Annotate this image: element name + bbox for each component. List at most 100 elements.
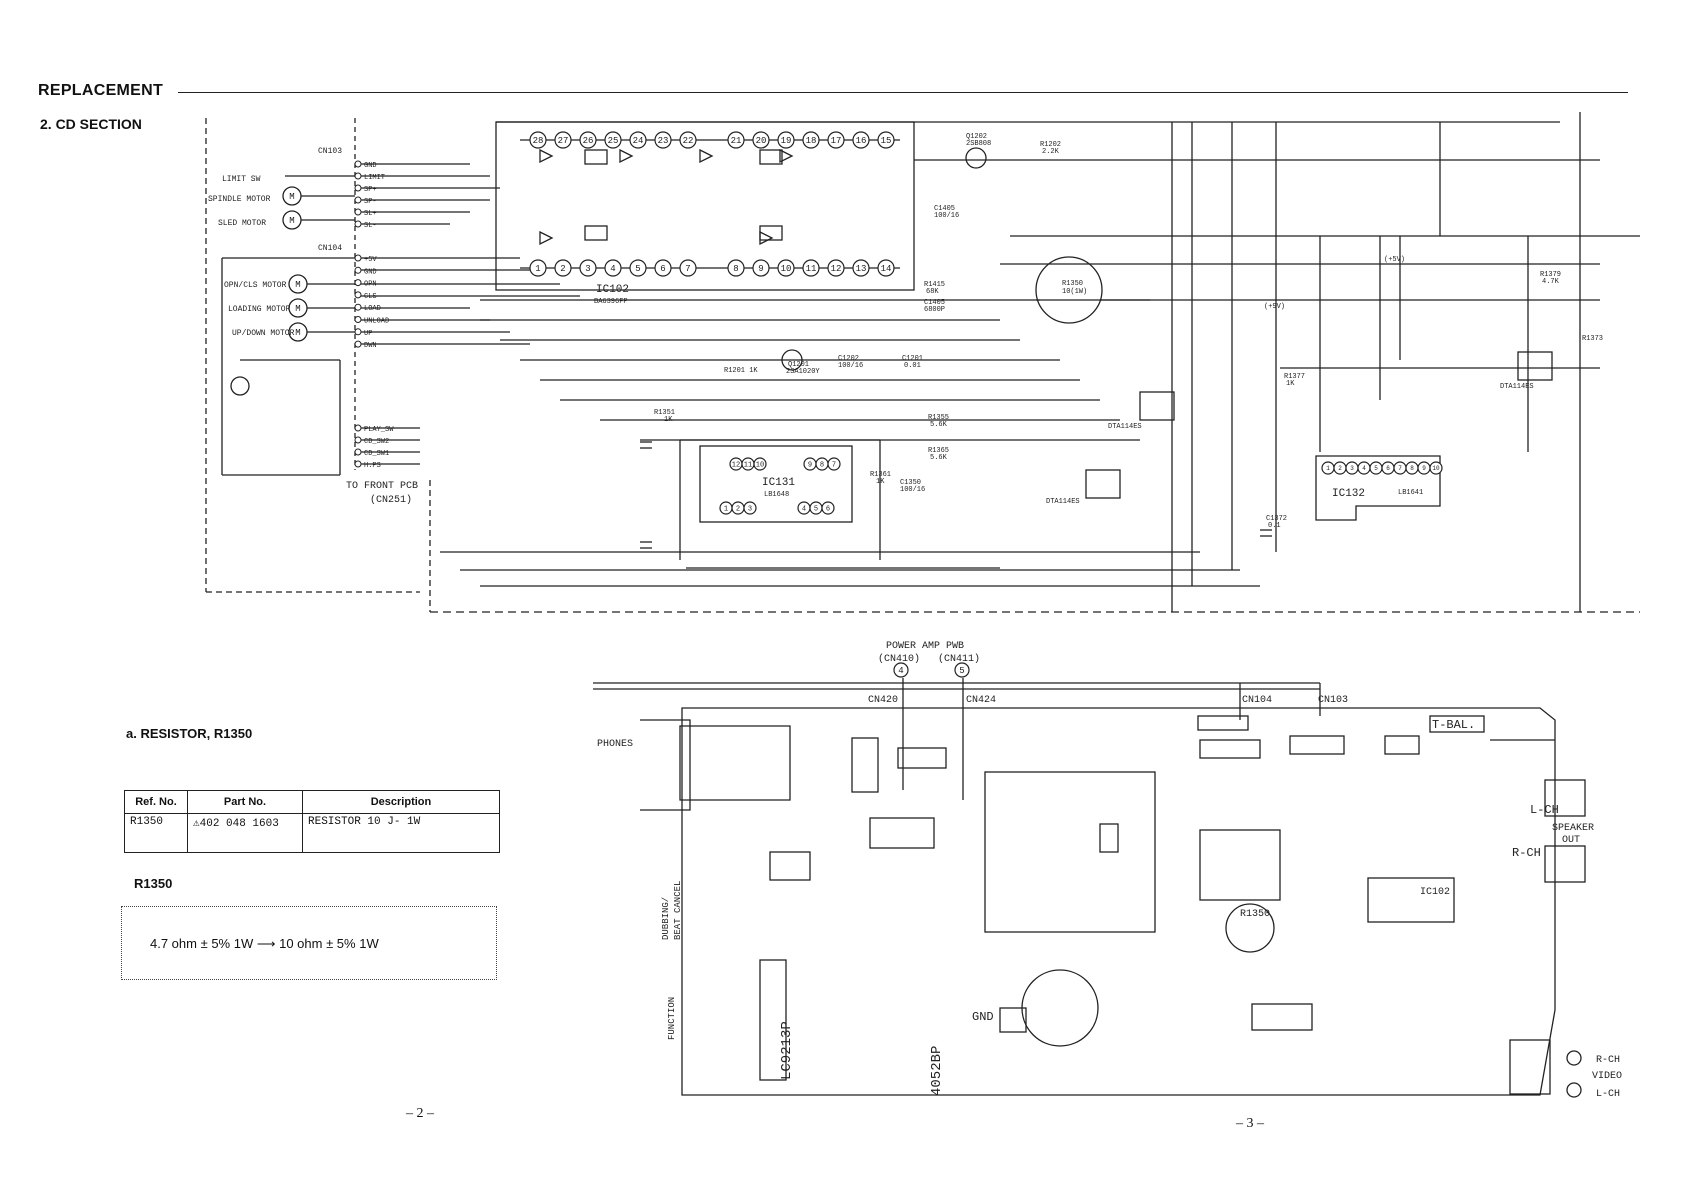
ic102-pin-label: 21 <box>731 136 742 146</box>
ic102-pin-marker <box>679 259 697 277</box>
r1377-label: R1377 <box>1284 373 1305 381</box>
video-rch-label: R-CH <box>1596 1055 1620 1066</box>
ic131-pin-label: 3 <box>748 505 752 513</box>
motor-label: LIMIT SW <box>222 175 261 184</box>
q1202-label: Q1202 <box>966 133 987 141</box>
cn104-pin-label: GND <box>364 268 377 276</box>
section-title: 2. CD SECTION <box>40 116 142 132</box>
ic102-pin-marker <box>802 259 820 277</box>
ic102-pin-marker <box>827 259 845 277</box>
cn103-pin-label: SL- <box>364 222 377 230</box>
cn103-pcb-label: CN103 <box>1318 695 1348 706</box>
ic102-pin-label: 19 <box>781 136 792 146</box>
rail-9v: (+9V) <box>1264 303 1285 311</box>
q1201-label: Q1201 <box>788 361 809 369</box>
cn104-pin-marker <box>354 328 362 336</box>
pin-5-marker <box>954 662 970 678</box>
ic102-pin-marker <box>727 259 745 277</box>
ic102-pin-marker <box>777 131 795 149</box>
ic132-pin-label: 7 <box>1398 465 1402 472</box>
switch-pin-marker <box>354 448 362 456</box>
beat-cancel-label: BEAT CANCEL <box>673 881 683 940</box>
r1202-label: R1202 <box>1040 141 1061 149</box>
cn104-pin-marker <box>354 340 362 348</box>
c1202-label: C1202 <box>838 355 859 363</box>
svg-text:M: M <box>295 328 300 338</box>
r1415-val: 68K <box>926 288 939 296</box>
cn411-label: (CN411) <box>938 653 980 665</box>
ic102-pin-marker <box>604 259 622 277</box>
ic102-pin-label: 16 <box>856 136 867 146</box>
ic132-pin-label: 10 <box>1432 465 1440 472</box>
r1355-label: R1355 <box>928 414 949 422</box>
ic102-pcb-label: IC102 <box>1420 887 1450 898</box>
col-part: Part No. <box>187 790 303 814</box>
col-ref: Ref. No. <box>124 790 188 814</box>
cn104-pin-label: +5V <box>364 256 377 264</box>
cn104-pin-label: CLS <box>364 293 377 301</box>
c1202-val: 100/16 <box>838 362 863 370</box>
ic131-pin-marker <box>743 501 757 515</box>
cn410-label: (CN410) <box>878 653 920 665</box>
cn104-pin-marker <box>354 316 362 323</box>
cn104-pin-marker <box>354 266 362 274</box>
rch-label: R-CH <box>1512 846 1541 860</box>
ic131-pin-label: 11 <box>744 461 752 469</box>
motor-label: UP/DOWN MOTOR <box>232 329 295 338</box>
r1350-label: R1350 <box>1062 280 1083 288</box>
power-amp-label: POWER AMP PWB <box>886 641 964 652</box>
r1350-val: 10(1W) <box>1062 288 1087 296</box>
cn104-pin-marker <box>354 303 362 311</box>
ic131-pin-label: 2 <box>736 505 740 513</box>
ic102-pin-marker <box>629 259 647 277</box>
ic132-pin-label: 2 <box>1338 465 1342 472</box>
change-text: 4.7 ohm ± 5% 1W ⟶ 10 ohm ± 5% 1W <box>150 936 379 951</box>
front-pcb-label: TO FRONT PCB <box>346 481 418 492</box>
ic102-pin-label: 14 <box>881 264 892 274</box>
r1350-heading: R1350 <box>134 876 173 891</box>
c1405-val: 100/16 <box>934 212 959 220</box>
page-number-right: – 3 – <box>1236 1116 1264 1131</box>
ic102-pin-label: 12 <box>831 264 842 274</box>
switch-pin-marker <box>354 436 362 444</box>
header-rule <box>178 92 1628 93</box>
ic102-pin-label: 26 <box>583 136 594 146</box>
c1372-label: C1372 <box>1266 515 1287 523</box>
ic102-pin-label: 4 <box>610 264 615 274</box>
ic102-pin-label: 7 <box>685 264 690 274</box>
ic132-pin-label: 9 <box>1422 465 1426 472</box>
cn103-pin-marker <box>354 184 362 192</box>
cn104-pin-marker <box>354 291 362 299</box>
dta-label: DTA114ES <box>1500 383 1534 391</box>
video-label: VIDEO <box>1592 1071 1622 1082</box>
ic102-pin-label: 6 <box>660 264 665 274</box>
part-cell: ⚠402 048 1603 <box>187 813 303 853</box>
ic131-pin-marker <box>827 457 841 471</box>
ic102-pin-label: 27 <box>558 136 569 146</box>
r1201-label: R1201 1K <box>724 367 758 375</box>
pin-4-label: 4 <box>898 666 903 676</box>
dubbing-label: DUBBING/ <box>661 897 671 940</box>
switch-pin-label: CD_SW1 <box>364 450 389 458</box>
ic102-pin-label: 18 <box>806 136 817 146</box>
cn104-pin-label: UP <box>364 330 372 338</box>
col-desc: Description <box>302 790 500 814</box>
pin-5-label: 5 <box>959 666 964 676</box>
switch-pin-label: PLAY_SW <box>364 426 394 434</box>
ic132-part: LB1641 <box>1398 489 1423 497</box>
function-label: FUNCTION <box>667 997 677 1040</box>
q1201-part: 2SA1020Y <box>786 368 820 376</box>
r1377-val: 1K <box>1286 380 1295 388</box>
ic102-pin-label: 17 <box>831 136 842 146</box>
r1350-pcb-label: R1350 <box>1240 909 1270 920</box>
ic102-pin-label: 9 <box>758 264 763 274</box>
ic102-pin-label: 28 <box>533 136 544 146</box>
r1361-val: 1K <box>876 478 885 486</box>
cn104-pin-marker <box>354 279 362 287</box>
svg-text:M: M <box>295 304 300 314</box>
ic102-part: BA6396FP <box>594 298 628 306</box>
cn103-pin-label: SP- <box>364 198 377 206</box>
ic102-pin-marker <box>752 131 770 149</box>
svg-text:M: M <box>289 192 294 202</box>
ic131-pin-label: 8 <box>820 461 824 469</box>
